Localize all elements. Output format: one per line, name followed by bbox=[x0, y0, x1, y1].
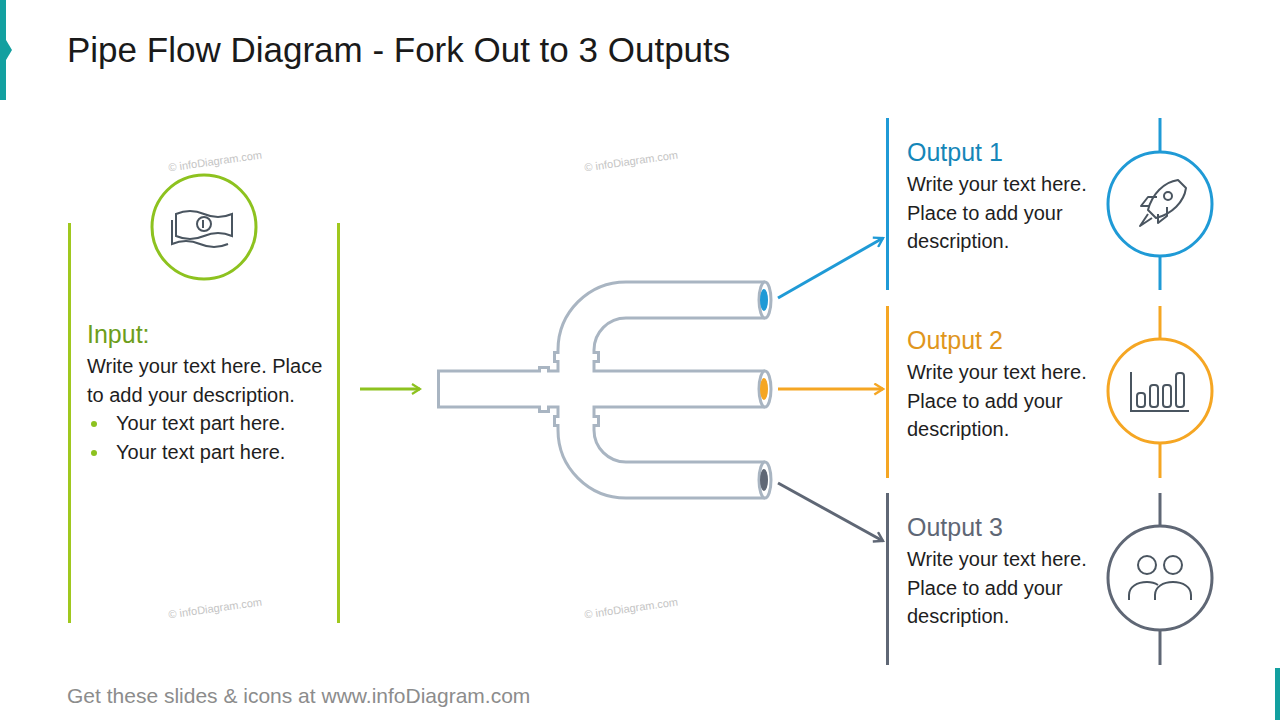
pipe-fork bbox=[760, 289, 768, 311]
watermark: © infoDiagram.com bbox=[168, 148, 263, 173]
pipe-fork bbox=[437, 370, 765, 409]
money-icon bbox=[152, 175, 256, 279]
flow-arrow bbox=[342, 238, 883, 389]
pipe-fork bbox=[440, 373, 765, 406]
pipe-fork bbox=[437, 282, 771, 498]
chart-icon bbox=[1131, 372, 1189, 411]
chart-icon bbox=[1137, 393, 1145, 407]
slide-title: Pipe Flow Diagram - Fork Out to 3 Output… bbox=[67, 30, 730, 70]
people-icon bbox=[1138, 556, 1156, 574]
pipe-fork bbox=[759, 371, 771, 407]
watermark: © infoDiagram.com bbox=[168, 595, 263, 620]
output-panel: Output 3Write your text here. Place to a… bbox=[886, 493, 1104, 665]
chart-icon bbox=[1108, 339, 1212, 443]
input-panel: Input:Write your text here. Place to add… bbox=[68, 223, 340, 623]
watermark: © infoDiagram.com bbox=[584, 148, 679, 173]
pipe-fork bbox=[760, 378, 768, 400]
rocket-icon bbox=[1108, 152, 1212, 256]
panel-heading: Output 3 bbox=[907, 511, 1104, 543]
people-icon bbox=[1129, 582, 1158, 600]
accent-bar bbox=[6, 40, 12, 60]
pipe-fork bbox=[759, 282, 771, 318]
panel-heading: Input: bbox=[87, 318, 325, 350]
rocket-icon bbox=[1158, 207, 1167, 223]
money-icon bbox=[202, 220, 204, 228]
flow-arrow bbox=[342, 389, 883, 541]
panel-description: Write your text here. Place to add your … bbox=[907, 545, 1104, 631]
footer-caption: Get these slides & icons at www.infoDiag… bbox=[67, 684, 530, 708]
people-icon bbox=[1155, 582, 1191, 600]
accent-bar bbox=[0, 0, 6, 100]
accent-bar bbox=[1275, 668, 1280, 720]
pipe-fork bbox=[759, 462, 771, 498]
input-arrow bbox=[360, 389, 420, 390]
rocket-icon bbox=[1141, 197, 1157, 206]
panel-description: Write your text here. Place to add your … bbox=[907, 358, 1104, 444]
output-panel: Output 2Write your text here. Place to a… bbox=[886, 306, 1104, 478]
money-icon bbox=[197, 217, 211, 231]
watermark: © infoDiagram.com bbox=[584, 595, 679, 620]
chart-icon bbox=[1176, 373, 1184, 407]
output-panel: Output 1Write your text here. Place to a… bbox=[886, 118, 1104, 290]
people-icon bbox=[1108, 526, 1212, 630]
panel-heading: Output 1 bbox=[907, 136, 1104, 168]
pipe-fork bbox=[576, 300, 765, 389]
chart-icon bbox=[1163, 385, 1171, 407]
pipe-fork bbox=[576, 389, 765, 480]
pipe-fork bbox=[760, 469, 768, 491]
chart-icon bbox=[1150, 385, 1158, 407]
panel-description: Write your text here. Place to add your … bbox=[87, 352, 325, 409]
flow-arrow bbox=[342, 388, 883, 391]
bullet-item: Your text part here. bbox=[87, 409, 325, 438]
money-icon bbox=[176, 211, 232, 239]
rocket-icon bbox=[1140, 214, 1152, 226]
rocket-icon bbox=[1164, 192, 1172, 200]
rocket-icon bbox=[1108, 152, 1212, 256]
panel-description: Write your text here. Place to add your … bbox=[907, 170, 1104, 256]
input-arrow bbox=[360, 388, 420, 391]
chart-icon bbox=[1108, 339, 1212, 443]
people-icon bbox=[1108, 526, 1212, 630]
bullet-item: Your text part here. bbox=[87, 438, 325, 467]
panel-heading: Output 2 bbox=[907, 324, 1104, 356]
people-icon bbox=[1164, 556, 1182, 574]
money-icon bbox=[152, 175, 256, 279]
